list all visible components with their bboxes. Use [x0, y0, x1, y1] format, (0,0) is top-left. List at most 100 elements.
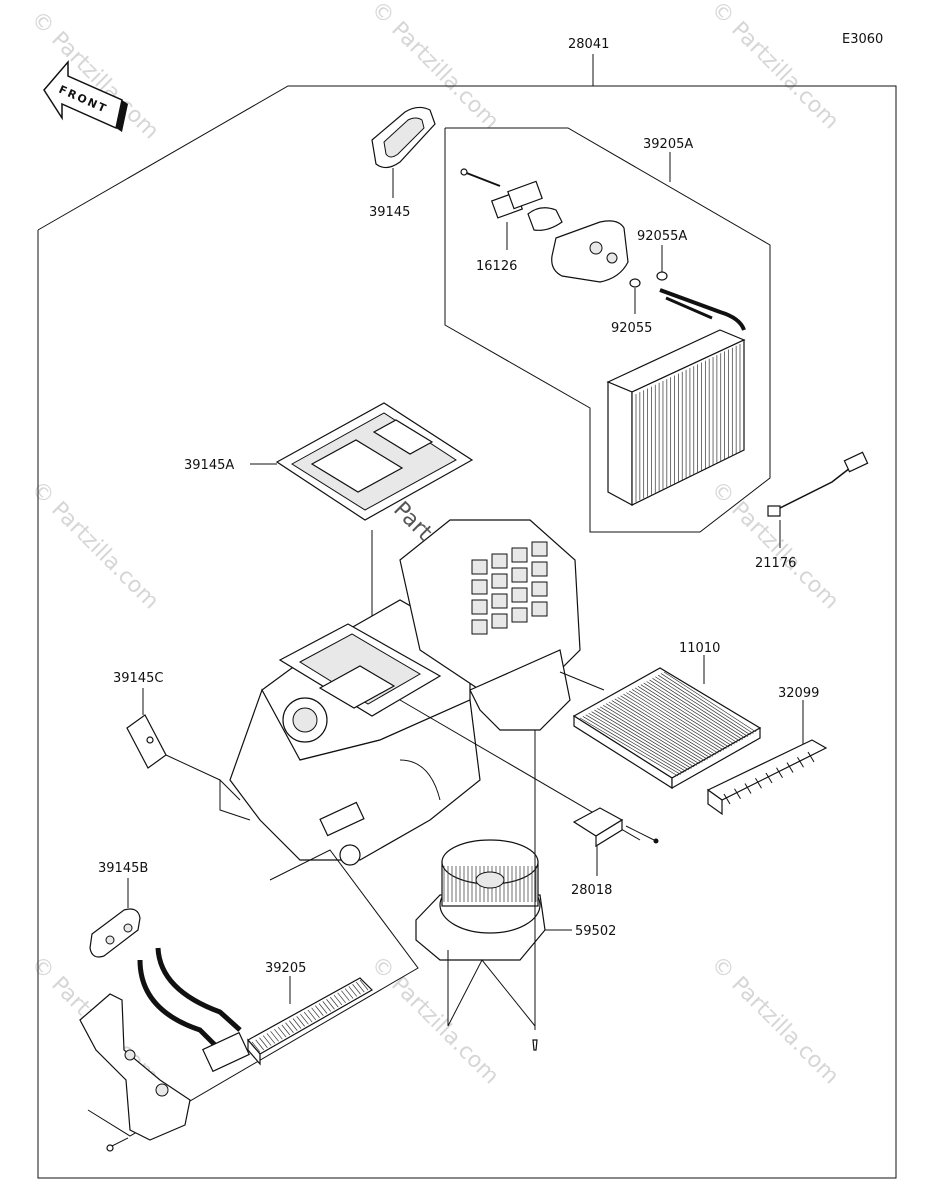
part-label-39205[interactable]: 39205 [265, 961, 306, 976]
part-label-11010[interactable]: 11010 [679, 641, 720, 656]
texture-stroke [807, 751, 815, 763]
texture-stroke [341, 990, 350, 1001]
grid-cell [491, 613, 508, 629]
part-label-39145C[interactable]: 39145C [113, 671, 163, 686]
part-label-39145[interactable]: 39145 [369, 205, 410, 220]
watermark: © Partzilla.com [706, 952, 844, 1090]
texture-stroke [579, 717, 679, 777]
part-label-39145A[interactable]: 39145A [184, 458, 234, 473]
texture-stroke [326, 999, 335, 1010]
texture-stroke [631, 689, 727, 749]
evaporator-group-frame: 39205A [444, 127, 771, 533]
heater-core-39205[interactable]: 39205 [137, 947, 373, 1073]
cabin-filter-11010[interactable]: 11010 [559, 641, 762, 790]
texture-stroke [356, 981, 365, 993]
texture-stroke [608, 701, 706, 762]
texture-stroke [629, 690, 724, 751]
texture-stroke [723, 793, 731, 805]
texture-stroke [734, 788, 741, 800]
texture-stroke [649, 679, 743, 740]
texture-stroke [646, 681, 741, 742]
part-label-32099[interactable]: 32099 [778, 686, 819, 701]
texture-stroke [266, 1033, 276, 1044]
texture-stroke [251, 1041, 261, 1053]
texture-stroke [594, 709, 692, 769]
evaporator-core[interactable] [606, 288, 746, 507]
texture-stroke [300, 1013, 309, 1025]
texture-stroke [359, 979, 369, 991]
texture-stroke [643, 682, 738, 743]
texture-stroke [611, 700, 708, 760]
grille-32099[interactable]: 32099 [706, 686, 828, 816]
texture-stroke [605, 703, 703, 763]
part-label-39205A[interactable]: 39205A [643, 137, 693, 152]
part-label-28018[interactable]: 28018 [571, 883, 612, 898]
hvac-housing[interactable] [219, 519, 641, 866]
pad-39145B[interactable]: 39145B [89, 861, 148, 958]
grid-cell [531, 541, 548, 557]
texture-stroke [663, 671, 757, 733]
part-label-21176[interactable]: 21176 [755, 556, 796, 571]
grid-cell [491, 553, 508, 569]
texture-stroke [337, 992, 346, 1004]
texture-stroke [315, 1005, 324, 1016]
grid-cell [531, 561, 548, 577]
texture-stroke [637, 685, 732, 746]
texture-stroke [776, 767, 783, 779]
gasket-39145[interactable]: 39145 [369, 106, 436, 220]
grid-cell [531, 581, 548, 597]
texture-stroke [344, 988, 354, 999]
texture-stroke [634, 687, 730, 748]
texture-stroke [786, 762, 794, 773]
texture-stroke [292, 1018, 302, 1029]
texture-stroke [797, 756, 804, 768]
texture-stroke [296, 1016, 305, 1027]
texture-stroke [640, 684, 735, 745]
grid-cell [511, 547, 528, 563]
texture-stroke [588, 712, 687, 772]
watermark: © Partzilla.com [26, 477, 164, 615]
texture-stroke [270, 1031, 279, 1042]
grid-cell [511, 567, 528, 583]
texture-stroke [277, 1026, 287, 1038]
texture-stroke [329, 996, 339, 1008]
watermark: © Partzilla.com [706, 477, 844, 615]
resistor-28018[interactable]: 28018 [571, 807, 659, 898]
texture-stroke [655, 676, 749, 737]
part-label-39145B[interactable]: 39145B [98, 861, 148, 876]
texture-stroke [600, 706, 698, 766]
part-label-92055A[interactable]: 92055A [637, 229, 687, 244]
texture-stroke [259, 1037, 268, 1048]
texture-stroke [288, 1020, 298, 1031]
texture-stroke [623, 693, 719, 754]
watermark: © Partzilla.com [366, 952, 504, 1090]
texture-stroke [765, 772, 773, 784]
heater-cover[interactable] [79, 993, 191, 1141]
o-rings[interactable]: 92055A 92055 [611, 229, 687, 336]
texture-stroke [591, 711, 689, 771]
texture-stroke [303, 1011, 313, 1023]
grid-cell [471, 599, 488, 615]
texture-stroke [311, 1007, 320, 1019]
sensor-21176[interactable]: 21176 [755, 451, 869, 571]
heater-core-group-frame [87, 849, 419, 1152]
part-label-92055[interactable]: 92055 [611, 321, 652, 336]
texture-stroke [274, 1028, 283, 1040]
part-label-28041[interactable]: 28041 [568, 37, 609, 52]
texture-stroke [262, 1035, 272, 1046]
part-label-16126[interactable]: 16126 [476, 259, 517, 274]
texture-stroke [585, 714, 684, 774]
grid-cell [471, 559, 488, 575]
filter-frame-39145A[interactable]: 39145A [184, 402, 474, 640]
blower-motor-59502[interactable]: 59502 [415, 730, 616, 1051]
pad-39145C[interactable]: 39145C [113, 671, 221, 781]
expansion-valve-parts[interactable]: 16126 [460, 168, 629, 283]
texture-stroke [617, 697, 714, 757]
texture-stroke [285, 1022, 294, 1033]
texture-stroke [307, 1009, 317, 1021]
part-label-59502[interactable]: 59502 [575, 924, 616, 939]
watermark: © Partzilla.com [706, 0, 844, 134]
grid-cell [511, 587, 528, 603]
